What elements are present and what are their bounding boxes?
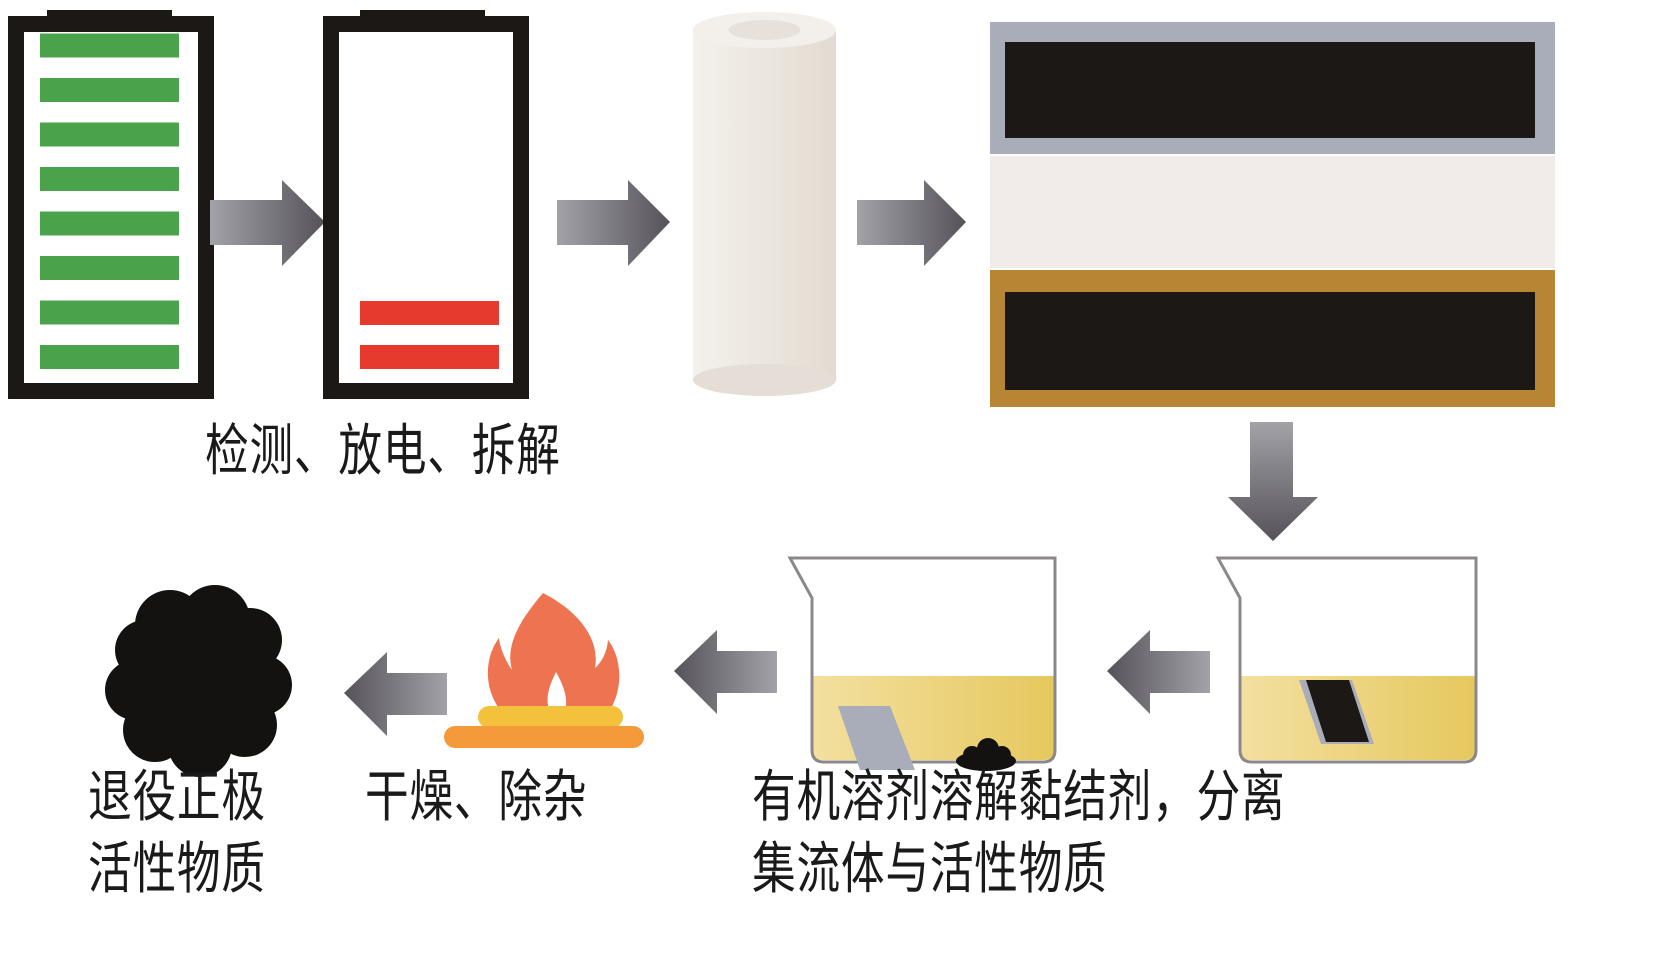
beaker-electrode-icon xyxy=(1215,556,1478,764)
charge-bar xyxy=(360,301,499,325)
charge-bar xyxy=(360,345,499,369)
arrow-right-icon xyxy=(210,180,325,266)
cell-roll-icon xyxy=(693,12,836,396)
arrow-right-icon xyxy=(557,180,670,266)
arrow-left-icon xyxy=(674,630,777,714)
arrow-down-icon xyxy=(1228,422,1318,541)
label-detect-discharge-dismantle: 检测、放电、拆解 xyxy=(205,419,561,484)
flame-burner-icon xyxy=(444,593,644,748)
charge-bar xyxy=(40,345,179,369)
label-dissolve-binder-line2: 集流体与活性物质 xyxy=(752,837,1108,902)
full-battery-icon xyxy=(8,10,214,399)
charge-bar xyxy=(40,256,179,280)
charge-bar xyxy=(40,33,179,58)
powder-icon xyxy=(105,585,292,777)
charge-bar xyxy=(40,122,179,147)
powder-small-icon xyxy=(956,738,1016,771)
charge-bar xyxy=(40,300,179,325)
arrow-left-icon xyxy=(1107,630,1210,714)
label-dry-purify: 干燥、除杂 xyxy=(365,765,588,830)
discharged-battery-icon xyxy=(323,10,529,399)
arrow-right-icon xyxy=(857,180,966,266)
label-retired-cathode-line2: 活性物质 xyxy=(88,837,266,902)
charge-bar xyxy=(40,78,179,102)
beaker-separated-icon xyxy=(787,556,1057,771)
electrode-layers-icon xyxy=(990,22,1555,407)
charge-bar xyxy=(40,167,179,191)
label-retired-cathode-line1: 退役正极 xyxy=(88,765,266,830)
charge-bar xyxy=(40,211,179,236)
arrow-left-icon xyxy=(344,652,447,736)
label-dissolve-binder-line1: 有机溶剂溶解黏结剂，分离 xyxy=(752,765,1286,830)
